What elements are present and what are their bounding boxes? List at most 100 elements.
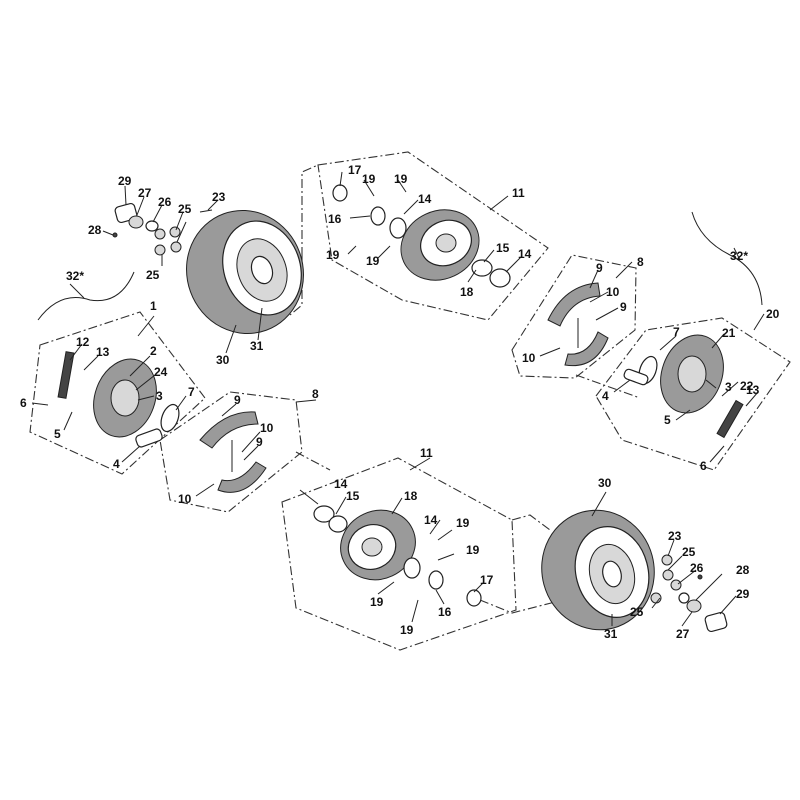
callout-29: 29	[736, 587, 750, 601]
callout-7: 7	[673, 325, 680, 339]
group-8-outline-right	[511, 254, 637, 379]
callout-15: 15	[496, 241, 510, 255]
hardware-top-left	[112, 202, 213, 256]
callout-9: 9	[234, 393, 241, 407]
callout-25: 25	[630, 605, 644, 619]
callout-32: 32*	[730, 249, 748, 263]
callout-2: 2	[150, 344, 157, 358]
link-brake-left	[295, 451, 331, 471]
callout-18: 18	[460, 285, 474, 299]
callout-19: 19	[466, 543, 480, 557]
callout-14: 14	[518, 247, 532, 261]
group-1-outline	[29, 311, 206, 475]
brake-shoes-left	[199, 411, 267, 493]
callout-10: 10	[260, 421, 274, 435]
callout-7: 7	[188, 385, 195, 399]
hardware-bottom-right	[650, 554, 728, 633]
callout-28: 28	[88, 223, 102, 237]
callout-14: 14	[424, 513, 438, 527]
callout-4: 4	[113, 457, 120, 471]
callout-11: 11	[512, 186, 525, 200]
brake-plate-right	[623, 334, 744, 439]
callout-25: 25	[146, 268, 160, 282]
callout-19: 19	[370, 595, 384, 609]
callout-31: 31	[604, 627, 618, 641]
callout-10: 10	[522, 351, 536, 365]
callout-26: 26	[158, 195, 172, 209]
callout-5: 5	[54, 427, 61, 441]
callout-6: 6	[700, 459, 707, 473]
group-8-outline-left	[159, 391, 303, 513]
group-20-outline	[595, 317, 791, 471]
callout-28: 28	[736, 563, 750, 577]
callout-14: 14	[334, 477, 348, 491]
callout-10: 10	[606, 285, 620, 299]
callout-16: 16	[438, 605, 452, 619]
callout-19: 19	[362, 172, 376, 186]
callout-14: 14	[418, 192, 432, 206]
brake-cable-left	[37, 271, 135, 321]
callout-25: 25	[682, 545, 696, 559]
callout-21: 21	[722, 326, 736, 340]
callout-25: 25	[178, 202, 192, 216]
callout-3: 3	[725, 380, 732, 394]
link-wheel-right	[511, 514, 551, 531]
brake-shoes-right	[547, 282, 609, 367]
brake-plate-left	[57, 351, 180, 448]
callout-9: 9	[620, 300, 627, 314]
callout-22: 22	[740, 379, 754, 393]
callout-19: 19	[400, 623, 414, 637]
callout-3: 3	[156, 389, 163, 403]
callout-1: 1	[150, 299, 157, 313]
callout-8: 8	[637, 255, 644, 269]
callout-26: 26	[690, 561, 704, 575]
callout-13: 13	[96, 345, 110, 359]
callout-27: 27	[676, 627, 690, 641]
callout-labels: 1 2 3 3 4 4 5 5 6 6 7 7 8 8 9 9 9 9 10 1…	[20, 163, 780, 641]
callout-18: 18	[404, 489, 418, 503]
callout-19: 19	[366, 254, 380, 268]
callout-8: 8	[312, 387, 319, 401]
link-wheel-left	[301, 164, 319, 256]
link-brake-right	[575, 374, 641, 399]
group-11-outline-top	[317, 151, 549, 321]
link-hub-bottom	[479, 599, 556, 614]
callout-16: 16	[328, 212, 342, 226]
callout-19: 19	[456, 516, 470, 530]
callout-29: 29	[118, 174, 132, 188]
callout-11: 11	[420, 446, 433, 460]
tire-top-left	[186, 209, 304, 335]
callout-12: 12	[76, 335, 90, 349]
brake-cable-right	[691, 211, 763, 306]
hub-drum-top	[332, 184, 511, 288]
assembly-outlines	[29, 151, 791, 651]
tire-bottom-right	[541, 509, 655, 631]
parts	[37, 184, 763, 633]
callout-19: 19	[326, 248, 340, 262]
callout-30: 30	[598, 476, 612, 490]
callout-24: 24	[154, 365, 168, 379]
callout-9: 9	[596, 261, 603, 275]
callout-20: 20	[766, 307, 780, 321]
callout-15: 15	[346, 489, 360, 503]
callout-17: 17	[348, 163, 362, 177]
group-11-outline-bottom	[281, 457, 517, 651]
callout-10: 10	[178, 492, 192, 506]
callout-30: 30	[216, 353, 230, 367]
callout-4: 4	[602, 389, 609, 403]
callout-9: 9	[256, 435, 263, 449]
callout-32: 32*	[66, 269, 84, 283]
link-wheel-left-2	[289, 256, 303, 316]
callout-23: 23	[668, 529, 682, 543]
callout-19: 19	[394, 172, 408, 186]
callout-17: 17	[480, 573, 494, 587]
callout-31: 31	[250, 339, 264, 353]
callout-5: 5	[664, 413, 671, 427]
leader-lines	[31, 171, 765, 627]
hub-drum-bottom	[313, 505, 482, 607]
callout-13: 13	[746, 383, 760, 397]
callout-6: 6	[20, 396, 27, 410]
callout-27: 27	[138, 186, 152, 200]
callout-23: 23	[212, 190, 226, 204]
